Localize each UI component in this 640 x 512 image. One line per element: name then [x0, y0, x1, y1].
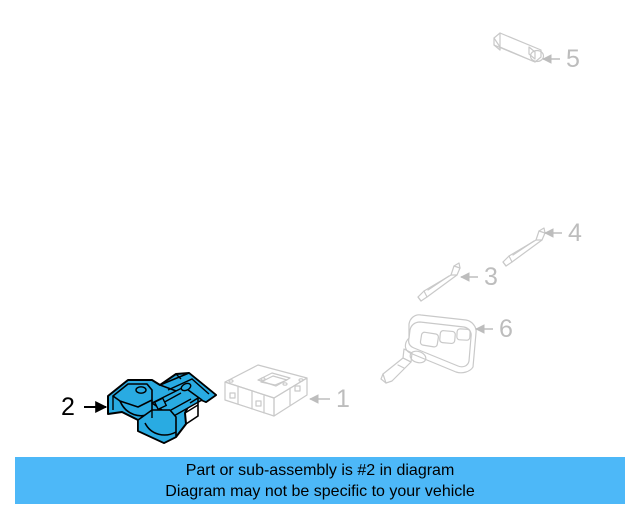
notice-line-part-number: Part or sub-assembly is #2 in diagram — [185, 461, 455, 479]
callout-4-label: 4 — [568, 219, 582, 247]
callout-5-label: 5 — [566, 45, 580, 73]
callout-4: 4 — [544, 219, 582, 247]
callout-2-label: 2 — [61, 393, 75, 421]
callout-2: 2 — [61, 393, 108, 421]
callout-3: 3 — [460, 263, 498, 291]
callout-1-label: 1 — [336, 385, 350, 413]
part-5-transmitter-stick[interactable] — [493, 32, 545, 63]
callout-6: 6 — [475, 315, 513, 343]
part-4-key-blade-long[interactable] — [502, 227, 546, 267]
part-1-control-module[interactable] — [224, 364, 308, 417]
callout-3-label: 3 — [484, 263, 498, 291]
callout-6-label: 6 — [499, 315, 513, 343]
part-2-module-bracket[interactable] — [107, 372, 217, 444]
notice-line-disclaimer: Diagram may not be specific to your vehi… — [165, 482, 475, 500]
part-6-flip-key-remote[interactable] — [380, 314, 477, 384]
part-3-key-blade-short[interactable] — [417, 262, 461, 302]
callout-1: 1 — [309, 385, 350, 413]
parts-diagram-canvas: 1 2 3 4 5 6 — [61, 32, 582, 444]
diagram-notice-banner: Part or sub-assembly is #2 in diagram Di… — [15, 457, 625, 504]
parts-diagram-illustration: 1 2 3 4 5 6 — [61, 32, 582, 444]
callout-5: 5 — [542, 45, 580, 73]
